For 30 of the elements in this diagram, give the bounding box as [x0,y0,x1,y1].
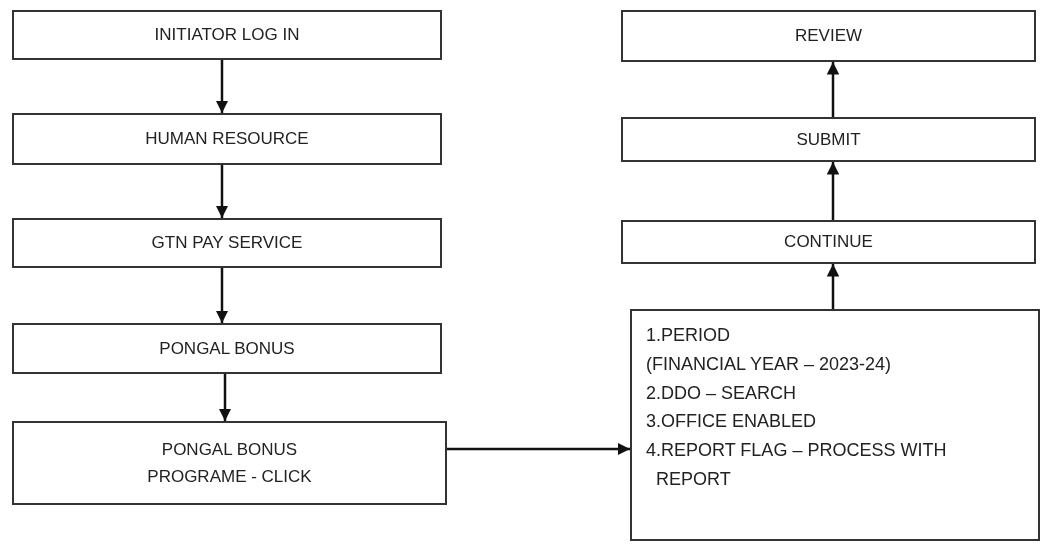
arrow [826,264,840,309]
step-label: GTN PAY SERVICE [151,232,303,255]
step-label: INITIATOR LOG IN [154,24,300,47]
arrow [215,60,229,113]
step-label: PONGAL BONUS [159,337,295,360]
step-text: 4.REPORT FLAG – PROCESS WITH REPORT [646,439,948,491]
process-box [12,421,447,505]
step-label: HUMAN RESOURCE [145,128,309,151]
process-box [12,323,442,374]
arrow [215,165,229,218]
step-label: CONTINUE [784,231,873,254]
process-box [621,220,1036,264]
arrow [215,268,229,323]
step-label: PONGAL BONUS PROGRAME - CLICK [146,438,313,488]
arrow [447,442,630,456]
process-box [621,10,1036,62]
arrow [826,162,840,220]
process-box [630,309,1040,541]
step-label: SUBMIT [796,128,861,151]
process-box [12,218,442,268]
process-box [12,113,442,165]
step-text: 1.PERIOD [646,324,732,347]
step-label: REVIEW [794,25,863,48]
arrow [218,374,232,421]
process-box [621,117,1036,162]
process-box [12,10,442,60]
step-text: 2.DDO – SEARCH [646,381,798,405]
step-text: (FINANCIAL YEAR – 2023-24) [646,352,893,376]
arrow [826,62,840,117]
step-text: 3.OFFICE ENABLED [646,410,818,434]
